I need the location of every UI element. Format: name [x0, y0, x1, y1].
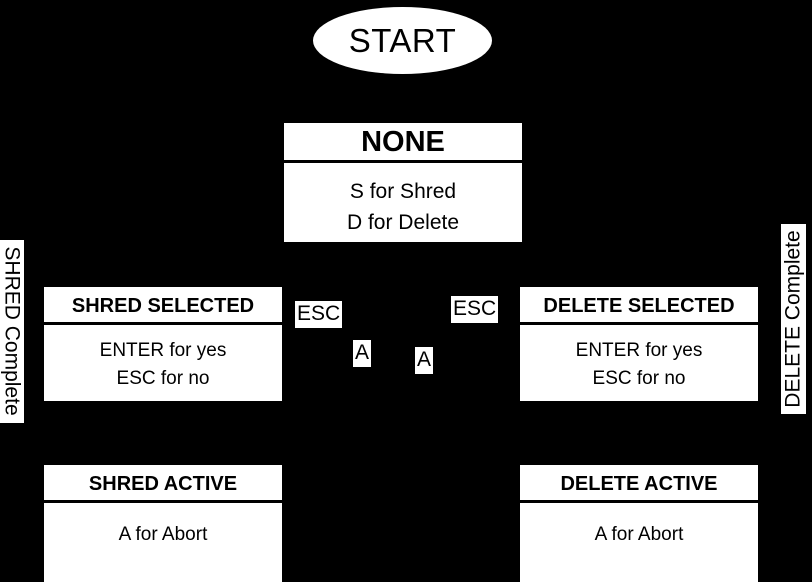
edge-label-a-delete: A	[415, 347, 434, 375]
edge-label-esc-shred: ESC	[295, 301, 343, 329]
start-node[interactable]: START	[313, 7, 492, 74]
state-body-line: ESC for no	[592, 367, 686, 389]
state-title-delete-selected: DELETE SELECTED	[520, 287, 758, 325]
state-title-delete-active: DELETE ACTIVE	[520, 465, 758, 503]
completion-label-text: SHRED Complete	[1, 246, 25, 417]
state-node-delete-active[interactable]: DELETE ACTIVE A for Abort	[520, 465, 758, 582]
completion-label-text: DELETE Complete	[781, 230, 805, 408]
state-body-line: ESC for no	[116, 367, 210, 389]
state-body-shred-selected: ENTER for yes ESC for no	[44, 325, 282, 402]
state-node-shred-active[interactable]: SHRED ACTIVE A for Abort	[44, 465, 282, 582]
start-node-label: START	[348, 22, 457, 59]
completion-label-delete-complete: DELETE Complete	[781, 224, 806, 414]
state-body-delete-active: A for Abort	[520, 503, 758, 582]
state-node-delete-selected[interactable]: DELETE SELECTED ENTER for yes ESC for no	[520, 287, 758, 401]
state-body-line: S for Shred	[349, 180, 457, 204]
state-title-shred-selected: SHRED SELECTED	[44, 287, 282, 325]
state-body-line: D for Delete	[346, 210, 460, 234]
edge-label-a-shred: A	[353, 340, 372, 368]
state-title-none: NONE	[284, 123, 522, 164]
state-title-shred-active: SHRED ACTIVE	[44, 465, 282, 503]
state-body-shred-active: A for Abort	[44, 503, 282, 582]
state-node-none[interactable]: NONE S for Shred D for Delete	[284, 123, 522, 242]
edge-label-esc-delete: ESC	[451, 296, 499, 324]
state-body-none: S for Shred D for Delete	[284, 163, 522, 248]
state-body-delete-selected: ENTER for yes ESC for no	[520, 325, 758, 402]
state-body-line: A for Abort	[118, 524, 208, 545]
completion-label-shred-complete: SHRED Complete	[0, 240, 24, 423]
state-node-shred-selected[interactable]: SHRED SELECTED ENTER for yes ESC for no	[44, 287, 282, 401]
state-body-line: A for Abort	[594, 524, 684, 545]
state-body-line: ENTER for yes	[575, 340, 703, 361]
state-body-line: ENTER for yes	[99, 340, 227, 361]
